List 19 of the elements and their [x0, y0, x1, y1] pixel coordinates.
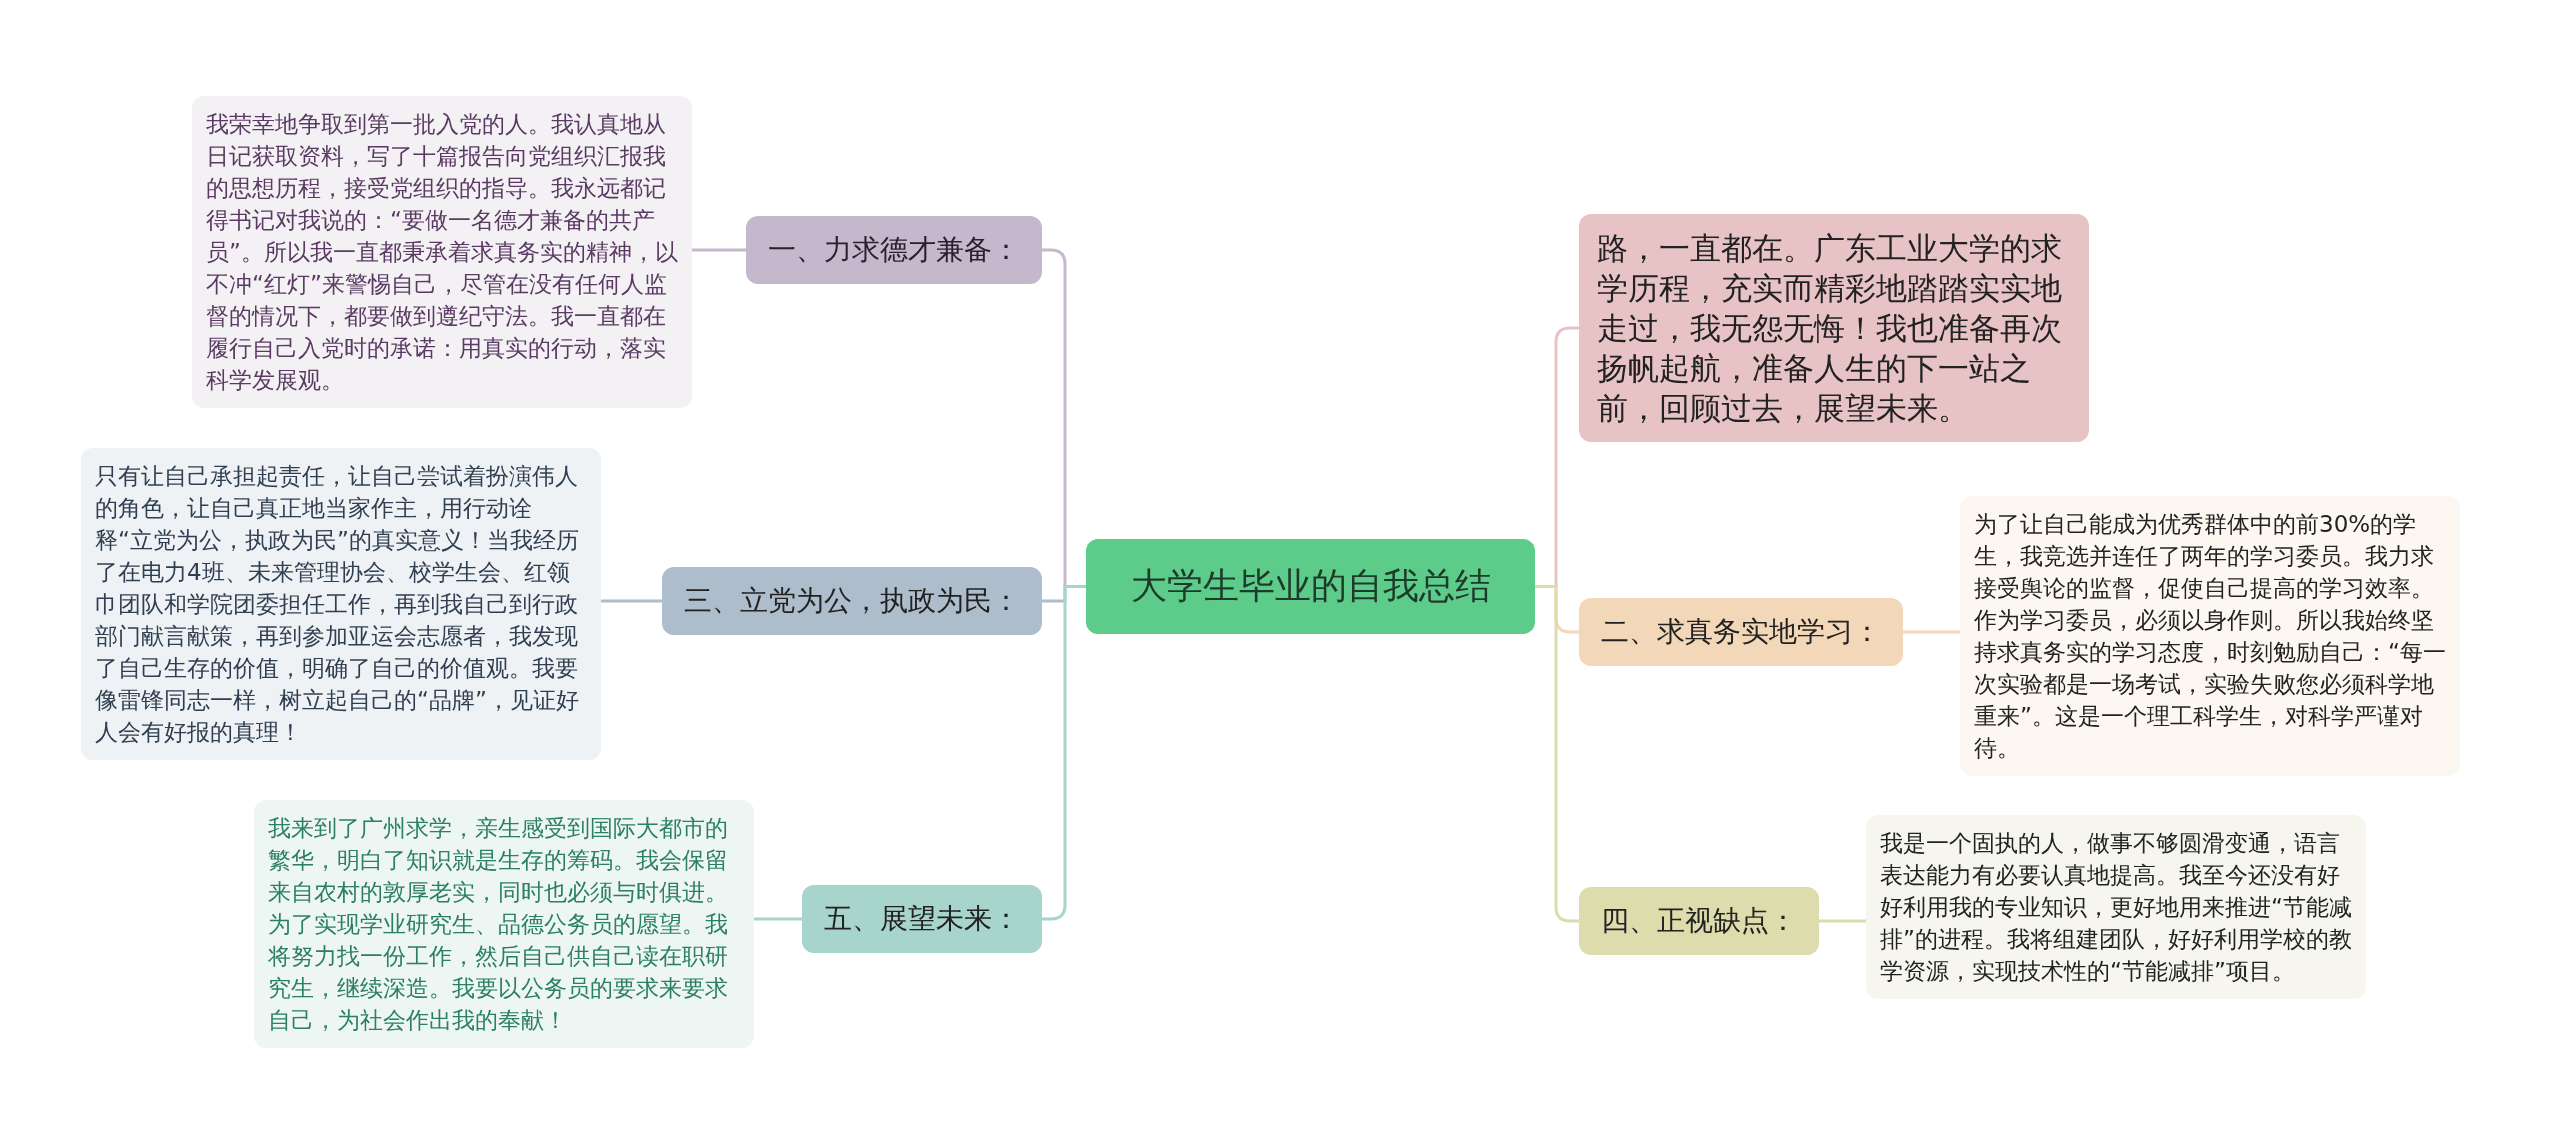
topic-box: 一、力求德才兼备： [746, 216, 1042, 284]
note-box: 我是一个固执的人，做事不够圆滑变通，语言表达能力有必要认真地提高。我至今还没有好好利用我的专业知识，更好地用来推进“节能减排”的进程。我将组建团队，好好利用学校的教学资源，实现技术性的“节能减排”项目。 [1866, 815, 2366, 999]
connector-line [1042, 585, 1086, 921]
connector-line [692, 248, 746, 252]
connector-line [1903, 630, 1960, 634]
note-box: 我来到了广州求学，亲生感受到国际大都市的繁华，明白了知识就是生存的筹码。我会保留来自农村的敦厚老实，同时也必须与时俱进。为了实现学业研究生、品德公务员的愿望。我将努力找一份工作，然后自己供自己读在职研究生，继续深造。我要以公务员的要求来要求自己，为社会作出我的奉献！ [254, 800, 754, 1048]
topic-box: 四、正视缺点： [1579, 887, 1819, 955]
connector-line [601, 599, 662, 603]
connector-line [1535, 585, 1579, 923]
connector-line [1819, 919, 1866, 923]
text-box: 路，一直都在。广东工业大学的求学历程，充实而精彩地踏踏实实地走过，我无怨无悔！我也准备再次扬帆起航，准备人生的下一站之前，回顾过去，展望未来。 [1579, 214, 2089, 442]
note-box: 为了让自己能成为优秀群体中的前30%的学生，我竞选并连任了两年的学习委员。我力求接受舆论的监督，促使自己提高的学习效率。作为学习委员，必须以身作则。所以我始终坚持求真务实的学习态度，时刻勉励自己：“每一次实验都是一场考试，实验失败您必须科学地重来”。这是一个理工科学生，对科学严谨对待。 [1960, 496, 2460, 776]
note-box: 只有让自己承担起责任，让自己尝试着扮演伟人的角色，让自己真正地当家作主，用行动诠释“立党为公，执政为民”的真实意义！当我经历了在电力4班、未来管理协会、校学生会、红领巾团队和学院团委担任工作，再到我自己到行政部门献言献策，再到参加亚运会志愿者，我发现了自己生存的价值，明确了自己的价值观。我要像雷锋同志一样，树立起自己的“品牌”，见证好人会有好报的真理！ [81, 448, 601, 760]
note-box: 我荣幸地争取到第一批入党的人。我认真地从日记获取资料，写了十篇报告向党组织汇报我的思想历程，接受党组织的指导。我永远都记得书记对我说的：“要做一名德才兼备的共产员”。所以我一直都秉承着求真务实的精神，以不冲“红灯”来警惕自己，尽管在没有任何人监督的情况下，都要做到遵纪守法。我一直都在履行自己入党时的承诺：用真实的行动，落实科学发展观。 [192, 96, 692, 408]
central-topic-box: 大学生毕业的自我总结 [1086, 539, 1535, 634]
topic-box: 五、展望未来： [802, 885, 1042, 953]
topic-box: 三、立党为公，执政为民： [662, 567, 1042, 635]
connector-line [754, 917, 802, 921]
topic-box: 二、求真务实地学习： [1579, 598, 1903, 666]
